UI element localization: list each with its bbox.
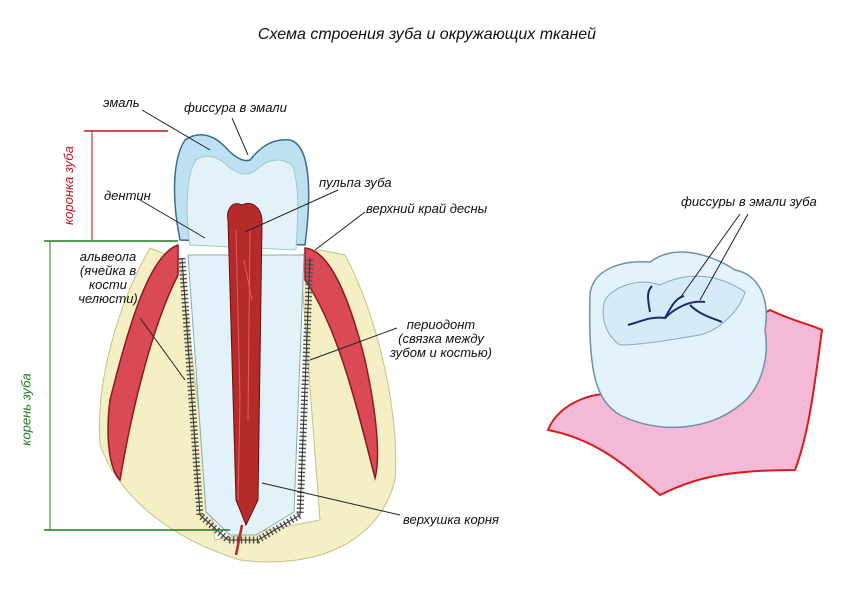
label-pulp: пульпа зуба [319,175,392,190]
pulp [227,203,263,527]
diagram-title: Схема строения зуба и окружающих тканей [257,26,597,43]
label-alveola: альвеола (ячейка в кости челюсти) [78,249,138,306]
dimension-root-label: корень зуба [18,373,34,446]
dentin [186,155,299,251]
molar-fissures [627,285,723,326]
label-periodont: периодонт (связка между зубом и костью) [390,317,492,360]
label-fissures-right: фиссуры в эмали зуба [681,194,817,209]
dimension-crown-label: коронка зуба [60,146,76,225]
label-enamel: эмаль [103,95,140,110]
gum-left [107,243,179,482]
label-gum-edge: верхний край десны [366,201,488,216]
gum-right [304,247,379,481]
label-fissure: фиссура в эмали [184,100,287,115]
jaw-bone [98,247,397,563]
label-root-apex: верхушка корня [403,512,499,527]
label-dentin: дентин [104,188,151,203]
